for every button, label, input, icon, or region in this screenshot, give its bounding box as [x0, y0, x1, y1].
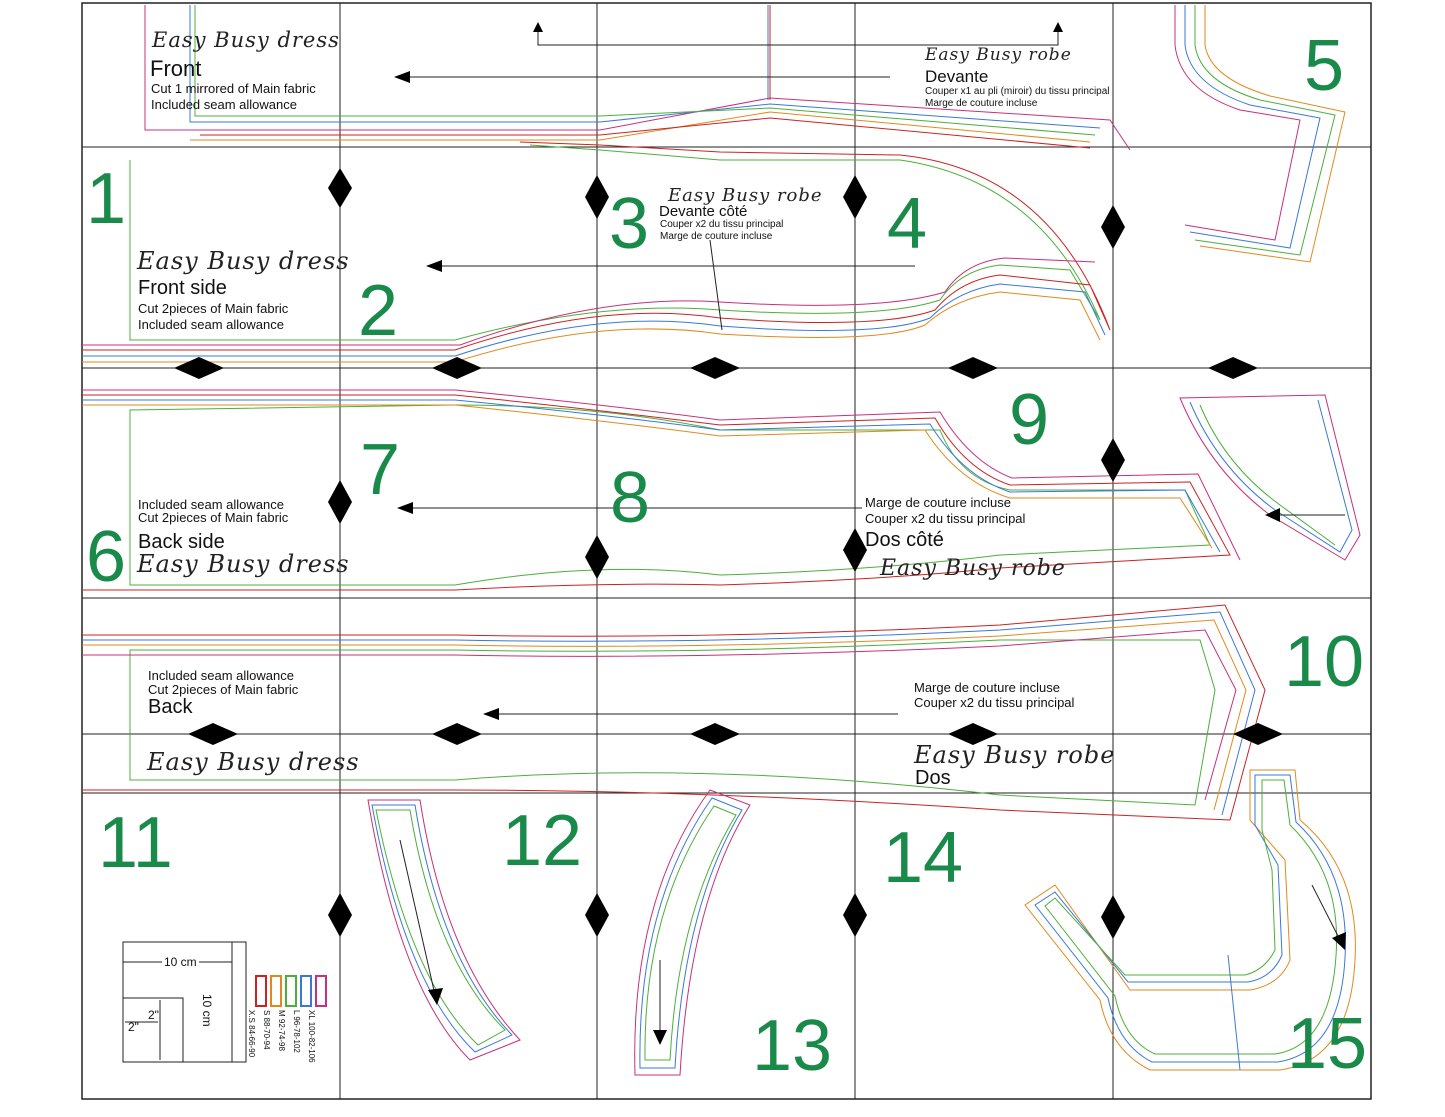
- facing-13-outlines: [634, 789, 751, 1076]
- devante-title: Devante: [925, 67, 989, 86]
- size-xs-label: X.S 84-66-90: [247, 1010, 256, 1058]
- front-brand: Easy Busy dress: [152, 28, 340, 52]
- back-title: Back: [148, 696, 193, 718]
- page-number-15: 15: [1287, 1004, 1368, 1084]
- page-number-13: 13: [752, 1006, 833, 1086]
- devante-cote-cut-note: Couper x2 du tissu principal: [660, 219, 784, 230]
- scale-vertical-label: 10 cm: [200, 994, 214, 1027]
- devante-cote-seam-note: Marge de couture incluse: [660, 231, 773, 242]
- back-side-brand: Easy Busy dress: [137, 550, 350, 578]
- dos-cote-seam-note: Marge de couture incluse: [865, 495, 1011, 510]
- devante-brand: Easy Busy robe: [925, 45, 1072, 65]
- page-number-5: 5: [1304, 26, 1345, 106]
- grain-arrows: [394, 22, 1063, 720]
- inch-horizontal-label: 2": [148, 1008, 159, 1022]
- front-strap-outlines: [1174, 5, 1346, 263]
- dos-title: Dos: [915, 767, 951, 789]
- page-number-6: 6: [86, 517, 127, 597]
- devante-seam-note: Marge de couture incluse: [925, 98, 1038, 109]
- dos-seam-note: Marge de couture incluse: [914, 680, 1060, 695]
- back-side-strap-outlines: [1179, 394, 1361, 561]
- dos-cote-cut-note: Couper x2 du tissu principal: [865, 511, 1026, 526]
- front-side-brand: Easy Busy dress: [137, 247, 350, 275]
- front-cut-note: Cut 1 mirrored of Main fabric: [151, 81, 316, 96]
- dos-cut-note: Couper x2 du tissu principal: [914, 695, 1075, 710]
- devante-cote-title: Devante côté: [659, 203, 748, 220]
- page-number-11: 11: [98, 803, 173, 883]
- front-title: Front: [150, 56, 202, 81]
- page-number-1: 1: [86, 159, 127, 239]
- dos-cote-brand: Easy Busy robe: [880, 556, 1066, 581]
- page-number-14: 14: [883, 818, 964, 898]
- front-seam-note: Included seam allowance: [151, 97, 297, 112]
- size-xl-label: XL 100-82-106: [307, 1010, 316, 1063]
- size-m-label: M 92-74-98: [277, 1010, 286, 1051]
- back-seam-note: Included seam allowance: [148, 668, 294, 683]
- front-side-title: Front side: [138, 277, 227, 299]
- size-legend: X.S 84-66-90 S 88-70-94 M 92-74-98 L 96-…: [247, 1010, 332, 1070]
- size-s-label: S 88-70-94: [262, 1010, 271, 1050]
- page-number-9: 9: [1009, 380, 1050, 460]
- page-number-8: 8: [610, 458, 651, 538]
- front-piece-outlines: [144, 5, 1131, 151]
- back-side-cut-note: Cut 2pieces of Main fabric: [138, 510, 289, 525]
- page-number-3: 3: [609, 184, 650, 264]
- front-side-cut-note: Cut 2pieces of Main fabric: [138, 301, 289, 316]
- page-number-2: 2: [358, 271, 399, 351]
- facing-15-outlines: [1024, 769, 1356, 1071]
- back-side-outlines: [82, 389, 1241, 591]
- devante-cote-brand: Easy Busy robe: [668, 185, 823, 206]
- front-side-outlines: [82, 141, 1111, 363]
- inch-vertical-label: 2": [128, 1020, 139, 1034]
- dos-brand: Easy Busy robe: [914, 741, 1116, 769]
- scale-horizontal-label: 10 cm: [162, 955, 199, 969]
- page-number-4: 4: [887, 184, 928, 264]
- page-number-10: 10: [1284, 622, 1365, 702]
- size-l-label: L 96-78-102: [292, 1010, 301, 1053]
- page-number-7: 7: [360, 430, 401, 510]
- diamond-notches: [174, 168, 1283, 939]
- facing-12-outlines: [367, 799, 521, 1061]
- front-side-seam-note: Included seam allowance: [138, 317, 284, 332]
- page-number-12: 12: [502, 801, 583, 881]
- devante-cut-note: Couper x1 au pli (miroir) du tissu princ…: [925, 86, 1110, 97]
- sheet-border: [81, 2, 1372, 1100]
- back-outlines: [82, 604, 1266, 821]
- back-side-seam-note: Included seam allowance: [138, 497, 284, 512]
- dos-cote-title: Dos côté: [865, 529, 944, 551]
- size-color-bars: [255, 975, 327, 1007]
- back-brand: Easy Busy dress: [147, 748, 360, 776]
- back-cut-note: Cut 2pieces of Main fabric: [148, 682, 299, 697]
- back-side-title: Back side: [138, 531, 225, 553]
